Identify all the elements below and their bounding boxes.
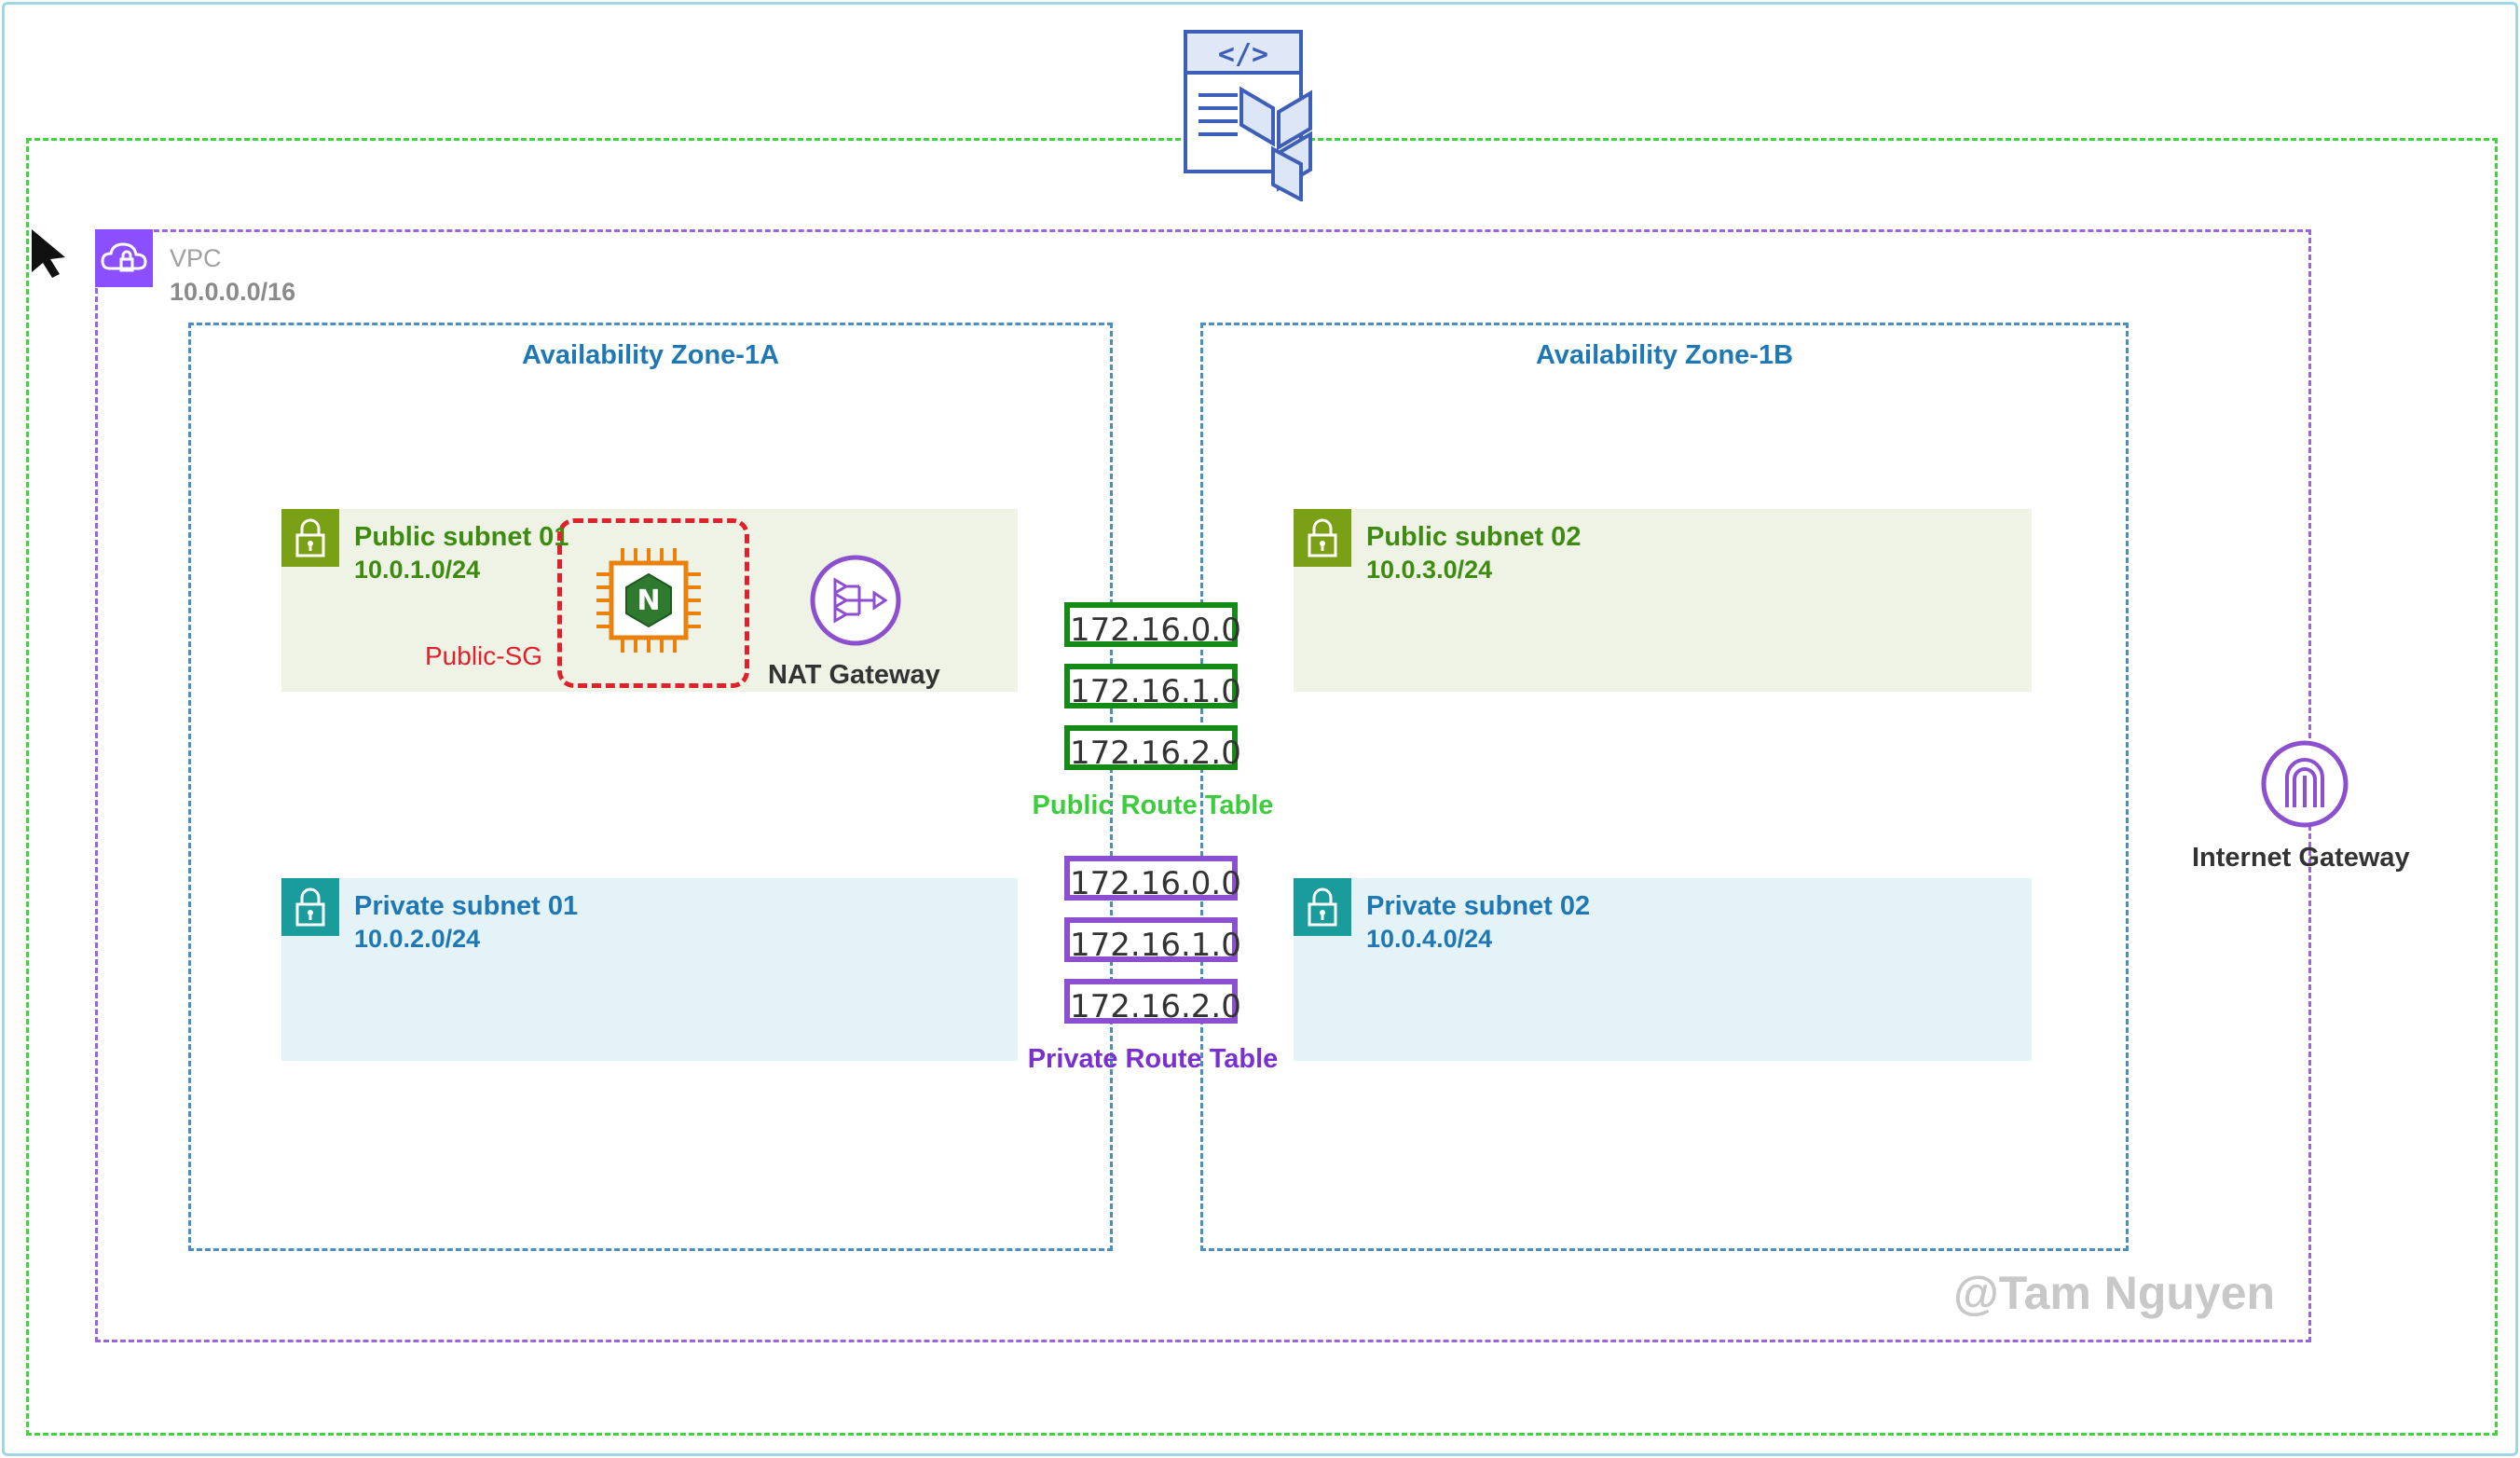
- public-route-entry: 172.16.0.0: [1064, 602, 1241, 649]
- private-route-entry: 172.16.0.0: [1064, 856, 1241, 902]
- subnet-cidr: 10.0.2.0/24: [354, 925, 481, 953]
- subnet-name: Private subnet 02: [1366, 891, 1591, 921]
- lock-icon: [1294, 878, 1351, 936]
- subnet-name: Private subnet 01: [354, 891, 579, 921]
- security-group-label: Public-SG: [425, 641, 543, 670]
- private-route-table-title: Private Route Table: [1027, 1044, 1279, 1074]
- nat-gateway-icon: [810, 555, 901, 646]
- private-subnet-01: Private subnet 01 10.0.2.0/24: [281, 878, 1018, 1061]
- subnet-cidr: 10.0.4.0/24: [1366, 925, 1493, 953]
- public-subnet-02: Public subnet 02 10.0.3.0/24: [1294, 509, 2032, 692]
- internet-gateway-icon: [2261, 740, 2349, 828]
- private-route-entry: 172.16.1.0: [1064, 917, 1241, 964]
- public-route-entry: 172.16.1.0: [1064, 664, 1241, 710]
- vpc-label: VPC: [170, 244, 222, 272]
- lock-icon: [281, 878, 339, 936]
- terraform-code-icon: </>: [1184, 30, 1312, 201]
- subnet-cidr: 10.0.3.0/24: [1366, 556, 1493, 584]
- availability-zone-1b: Availability Zone-1B: [1200, 323, 2129, 1251]
- subnet-cidr: 10.0.1.0/24: [354, 556, 481, 584]
- security-group-box: [557, 518, 749, 688]
- ec2-chip-icon: N: [596, 548, 701, 653]
- vpc-cidr: 10.0.0.0/16: [170, 278, 296, 306]
- subnet-name: Public subnet 01: [354, 522, 569, 552]
- lock-icon: [1294, 509, 1351, 567]
- private-route-entry: 172.16.2.0: [1064, 979, 1241, 1025]
- public-route-table-title: Public Route Table: [1032, 791, 1274, 820]
- public-route-entry: 172.16.2.0: [1064, 725, 1241, 772]
- vpc-icon-badge: [95, 229, 153, 287]
- svg-text:</>: </>: [1218, 38, 1268, 71]
- internet-gateway-label: Internet Gateway: [2192, 843, 2410, 873]
- nat-gateway-label: NAT Gateway: [768, 660, 940, 690]
- author-watermark: @Tam Nguyen: [1953, 1267, 2276, 1319]
- lock-icon: [281, 509, 339, 567]
- subnet-name: Public subnet 02: [1366, 522, 1582, 552]
- az-title: Availability Zone-1B: [1535, 340, 1794, 370]
- az-title: Availability Zone-1A: [521, 340, 780, 370]
- svg-text:N: N: [637, 585, 660, 617]
- private-subnet-02: Private subnet 02 10.0.4.0/24: [1294, 878, 2032, 1061]
- availability-zone-1a: Availability Zone-1A: [188, 323, 1113, 1251]
- vpc-cloud-icon: [101, 242, 147, 272]
- mouse-pointer-icon: [32, 229, 65, 278]
